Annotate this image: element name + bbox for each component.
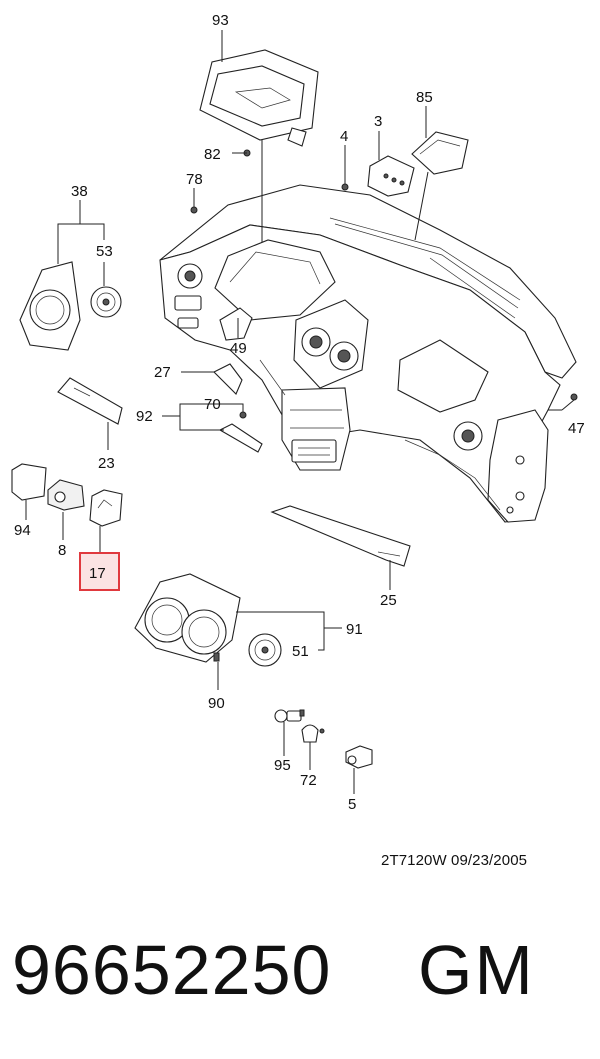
callout-23: 23 <box>98 455 115 472</box>
callout-53: 53 <box>96 243 113 260</box>
instrument-panel-assembly <box>159 184 577 523</box>
part-number: 96652250 <box>12 931 332 1009</box>
part-90-clip <box>213 652 220 662</box>
part-47-screw <box>570 393 578 401</box>
part-95-bulb-socket <box>274 709 305 723</box>
callout-90: 90 <box>208 695 225 712</box>
callout-85: 85 <box>416 89 433 106</box>
part-38-left-vent-bezel <box>19 261 81 351</box>
part-70-screw <box>239 411 247 419</box>
callout-4: 4 <box>340 128 348 145</box>
leader-lines <box>25 30 575 794</box>
callout-38: 38 <box>71 183 88 200</box>
part-49-bracket <box>219 307 253 341</box>
callout-82: 82 <box>204 146 221 163</box>
callout-3: 3 <box>374 113 382 130</box>
callout-78: 78 <box>186 171 203 188</box>
part-3-hazard-switch <box>367 155 415 197</box>
part-25-glovebox-trim <box>270 505 411 567</box>
callout-27: 27 <box>154 364 171 381</box>
callout-labels: 93 82 4 3 85 78 38 53 49 27 70 92 47 23 … <box>14 12 585 813</box>
exploded-parts-diagram: 93 82 4 3 85 78 38 53 49 27 70 92 47 23 … <box>11 12 585 813</box>
highlight-box-17 <box>79 552 120 591</box>
callout-92: 92 <box>136 408 153 425</box>
part-51-air-vent <box>248 633 282 667</box>
callout-25: 25 <box>380 592 397 609</box>
callout-91: 91 <box>346 621 363 638</box>
part-8-dimmer-switch <box>47 479 85 511</box>
part-91-center-vent-bezel <box>134 573 241 663</box>
part-5-bulb-socket <box>345 745 373 769</box>
part-72-bulb <box>301 724 325 743</box>
part-85-sensor-cover <box>411 131 469 175</box>
part-82-screw <box>240 149 251 157</box>
part-53-air-vent <box>90 286 122 318</box>
part-94-switch <box>11 463 47 501</box>
callout-93: 93 <box>212 12 229 29</box>
part-78-screw <box>190 206 198 214</box>
drawing-code: 2T7120W 09/23/2005 <box>381 852 528 869</box>
callout-51: 51 <box>292 643 309 660</box>
callout-49: 49 <box>230 340 247 357</box>
callout-95: 95 <box>274 757 291 774</box>
callout-47: 47 <box>568 420 585 437</box>
part-4-screw <box>341 183 349 191</box>
part-93-instrument-cluster <box>199 49 319 147</box>
part-27-side-cover <box>213 363 243 395</box>
callout-8: 8 <box>58 542 66 559</box>
part-17-switch-blank <box>89 489 123 527</box>
part-23-knee-trim <box>57 377 123 425</box>
part-92-trim-strip <box>218 423 263 453</box>
callout-94: 94 <box>14 522 31 539</box>
callout-5: 5 <box>348 796 356 813</box>
callout-17: 17 <box>89 565 106 582</box>
callout-72: 72 <box>300 772 317 789</box>
callout-70: 70 <box>204 396 221 413</box>
brand-name: GM <box>418 931 535 1009</box>
